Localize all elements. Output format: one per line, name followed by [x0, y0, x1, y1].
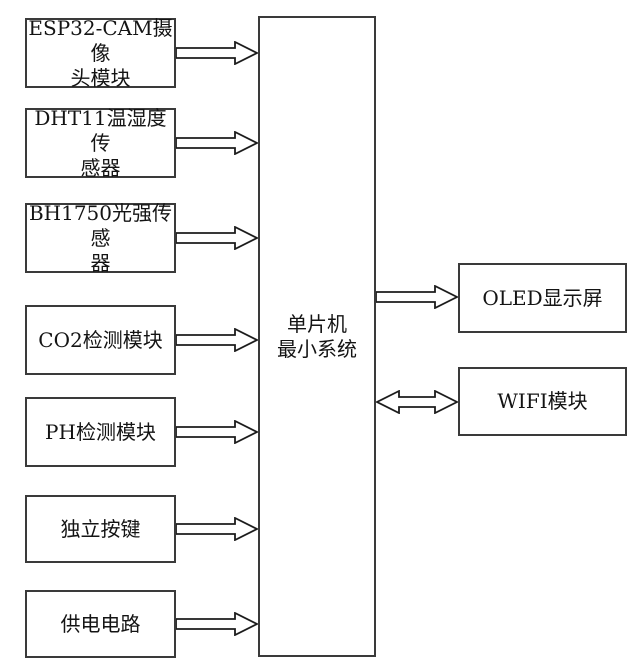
node-co2-module: CO2检测模块: [25, 305, 176, 375]
arrow-esp32cam-to-mcu-icon: [176, 41, 258, 65]
arrow-co2-to-mcu-icon: [176, 328, 258, 352]
arrow-ph-to-mcu-icon: [176, 420, 258, 444]
node-label: 单片机 最小系统: [277, 311, 357, 361]
node-label: BH1750光强传感 器: [28, 200, 173, 275]
node-label: ESP32-CAM摄像 头模块: [28, 15, 173, 90]
node-dht11-sensor: DHT11温湿度传 感器: [25, 105, 176, 180]
arrow-bh1750-to-mcu-icon: [176, 226, 258, 250]
node-label: OLED显示屏: [482, 285, 603, 310]
arrow-keys-to-mcu-icon: [176, 517, 258, 541]
node-power-supply: 供电电路: [25, 590, 176, 658]
node-oled-display: OLED显示屏: [458, 263, 627, 333]
node-ph-module: PH检测模块: [25, 397, 176, 467]
arrow-power-to-mcu-icon: [176, 612, 258, 636]
node-bh1750-sensor: BH1750光强传感 器: [25, 200, 176, 275]
node-mcu-minimal-system: 单片机 最小系统: [258, 16, 376, 657]
node-label: CO2检测模块: [38, 327, 163, 352]
node-label: 供电电路: [60, 611, 141, 636]
node-label: WIFI模块: [497, 389, 588, 413]
node-label: DHT11温湿度传 感器: [34, 105, 167, 180]
node-independent-keys: 独立按键: [25, 495, 176, 563]
node-label: 独立按键: [60, 516, 141, 541]
node-wifi-module: WIFI模块: [458, 367, 627, 436]
node-esp32-cam-module: ESP32-CAM摄像 头模块: [25, 15, 176, 90]
arrow-mcu-wifi-bidirectional-icon: [376, 390, 458, 414]
arrow-dht11-to-mcu-icon: [176, 131, 258, 155]
node-label: PH检测模块: [45, 419, 156, 444]
arrow-mcu-to-oled-icon: [376, 285, 458, 309]
